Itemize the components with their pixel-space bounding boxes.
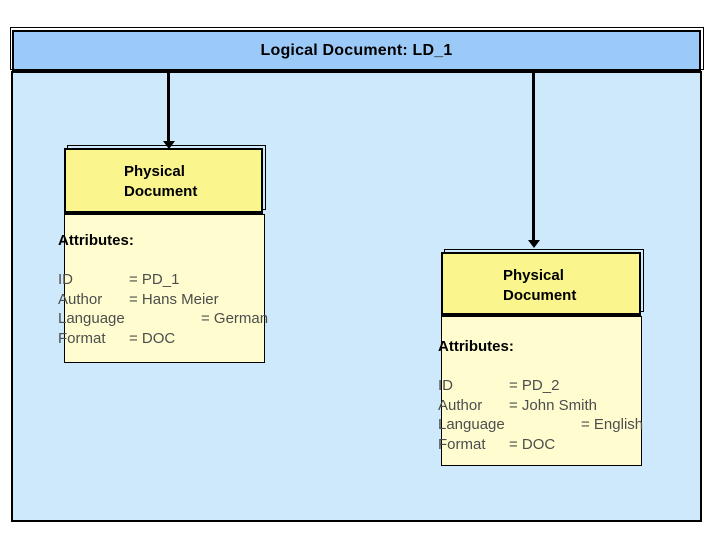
logical-document-title: Logical Document: LD_1 [260, 42, 453, 59]
attribute-value: = DOC [129, 329, 176, 347]
attribute-value: = DOC [509, 435, 556, 453]
attributes-label: Attributes: [438, 338, 514, 355]
attribute-row: ID = PD_1 [58, 270, 179, 290]
attribute-name: Format [438, 435, 486, 453]
physical-document-title-line1: Physical [124, 163, 185, 180]
attribute-row: ID = PD_2 [438, 376, 559, 396]
attribute-name: Author [58, 290, 103, 308]
attribute-row: Format = DOC [58, 329, 175, 349]
physical-document-header: Physical Document [64, 145, 266, 214]
attribute-row: Language = English [438, 415, 643, 435]
attributes-label: Attributes: [58, 232, 134, 249]
attribute-value: = PD_1 [129, 271, 180, 289]
attribute-name: ID [58, 271, 73, 289]
attribute-row: Language = German [58, 309, 268, 329]
attribute-name: Language [438, 416, 505, 434]
attribute-name: Author [438, 396, 483, 414]
attribute-value: = PD_2 [509, 377, 560, 395]
attribute-value: = German [201, 310, 269, 328]
attribute-row: Author = John Smith [438, 396, 597, 416]
physical-document-title-line2: Document [503, 287, 577, 304]
attribute-row: Author = Hans Meier [58, 290, 219, 310]
physical-document-header: Physical Document [441, 249, 644, 316]
attribute-name: Language [58, 310, 125, 328]
attribute-value: = English [581, 416, 644, 434]
attribute-name: ID [438, 377, 453, 395]
logical-document-header: Logical Document: LD_1 [10, 27, 704, 72]
arrowhead-down-icon [527, 240, 540, 248]
physical-document-title-line1: Physical [503, 267, 564, 284]
connector-line [167, 72, 170, 142]
attribute-row: Format = DOC [438, 435, 555, 455]
attribute-value: = Hans Meier [129, 290, 219, 308]
attribute-name: Format [58, 329, 106, 347]
physical-document-title-line2: Document [124, 183, 198, 200]
connector-line [532, 72, 535, 241]
spacer [438, 357, 514, 377]
spacer [58, 251, 134, 271]
attribute-value: = John Smith [509, 396, 597, 414]
